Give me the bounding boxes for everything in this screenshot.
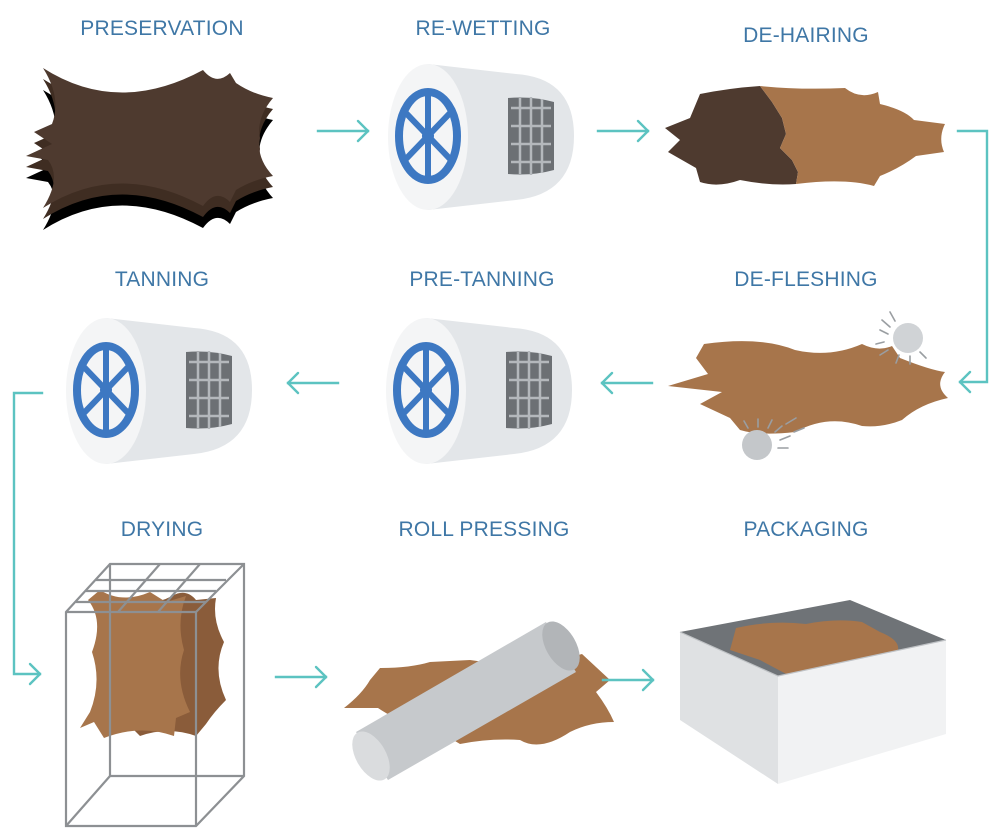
arrow-pre-tanning-to-tanning [286, 371, 340, 395]
drying-rack-icon [64, 562, 246, 828]
arrow-re-wetting-to-de-hairing [596, 119, 650, 143]
drum-icon [388, 64, 574, 210]
step-label-re-wetting: RE-WETTING [416, 17, 551, 40]
arrow-de-fleshing-to-pre-tanning [600, 371, 654, 395]
box-icon [679, 600, 947, 784]
drum-door-icon [186, 351, 232, 429]
drum-wheel-icon [73, 342, 139, 438]
step-label-packaging: PACKAGING [743, 518, 868, 541]
step-label-de-fleshing: DE-FLESHING [734, 268, 877, 291]
arrow-drying-to-roll-pressing [274, 665, 328, 689]
half-dehaired-hide-icon [665, 86, 945, 186]
drum-wheel-icon [393, 342, 459, 438]
fleshing-roller-bottom-icon [742, 417, 805, 460]
step-label-pre-tanning: PRE-TANNING [409, 268, 554, 291]
step-label-roll-pressing: ROLL PRESSING [398, 518, 569, 541]
connector-tanning-to-drying [12, 391, 44, 686]
step-label-preservation: PRESERVATION [80, 17, 243, 40]
step-label-de-hairing: DE-HAIRING [743, 24, 869, 47]
arrow-preservation-to-re-wetting [316, 119, 370, 143]
drum-door-icon [508, 97, 554, 175]
drum-wheel-icon [395, 88, 461, 184]
arrow-roll-pressing-to-packaging [601, 668, 655, 692]
drum-icon [386, 318, 572, 464]
stacked-hides-icon [26, 68, 273, 230]
connector-de-hairing-to-de-fleshing [956, 129, 989, 394]
step-label-drying: DRYING [121, 518, 204, 541]
step-label-tanning: TANNING [115, 268, 209, 291]
drum-icon [66, 318, 252, 464]
roller-icon [344, 621, 614, 781]
drum-door-icon [506, 351, 552, 429]
fleshing-hide-icon [668, 311, 948, 460]
fleshing-roller-top-icon [875, 311, 927, 365]
